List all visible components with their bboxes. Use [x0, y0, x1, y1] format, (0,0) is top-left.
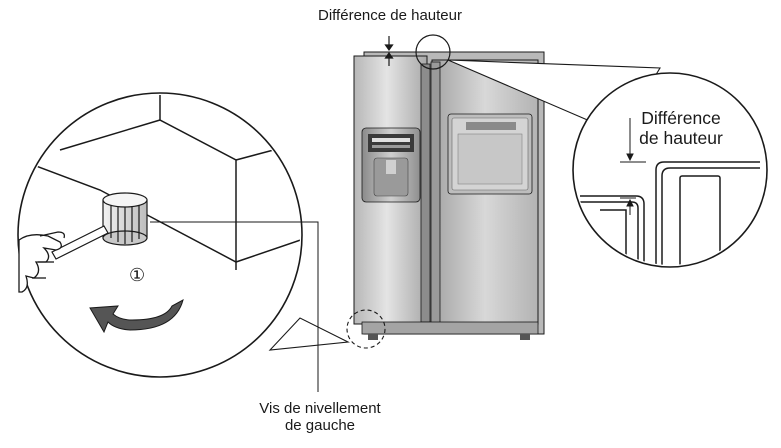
refrigerator-base — [361, 321, 539, 335]
leveling-screw-dashed-circle — [346, 309, 386, 349]
hand — [18, 231, 66, 293]
zoom-circle-left — [17, 92, 303, 378]
left-leveling-screw-label-line2: de gauche — [284, 417, 356, 435]
height-difference-dimension — [620, 118, 646, 215]
leveling-screw-leader-line — [150, 221, 319, 392]
height-difference-label-zoom: Différence de hauteur — [626, 108, 736, 148]
left-door-handle — [420, 63, 431, 323]
rotation-arrow-icon — [89, 299, 184, 334]
left-foot — [368, 334, 378, 340]
left-leveling-screw-label-line1: Vis de nivellement — [259, 400, 381, 417]
leveling-screw-knob — [102, 192, 148, 246]
height-difference-label-zoom-line2: de hauteur — [639, 128, 723, 149]
mini-bar-door — [447, 113, 533, 195]
top-detail-circle — [415, 34, 451, 70]
left-leveling-screw-label: Vis de nivellement de gauche — [220, 400, 420, 435]
step-one-marker: ① — [129, 265, 146, 285]
screwdriver — [51, 225, 109, 260]
leveling-screw-zoom-callout — [17, 92, 350, 378]
ice-water-dispenser — [361, 127, 421, 203]
height-difference-zoom-callout — [447, 59, 768, 268]
right-door-handle — [430, 61, 441, 325]
height-difference-label-top: Différence de hauteur — [318, 7, 462, 24]
callout-pointer-left — [268, 317, 350, 351]
zoom-circle-right — [572, 72, 768, 268]
top-height-difference-arrows — [384, 36, 394, 66]
height-difference-label-zoom-line1: Différence — [641, 108, 721, 128]
refrigerator — [346, 34, 545, 349]
right-foot — [520, 334, 530, 340]
